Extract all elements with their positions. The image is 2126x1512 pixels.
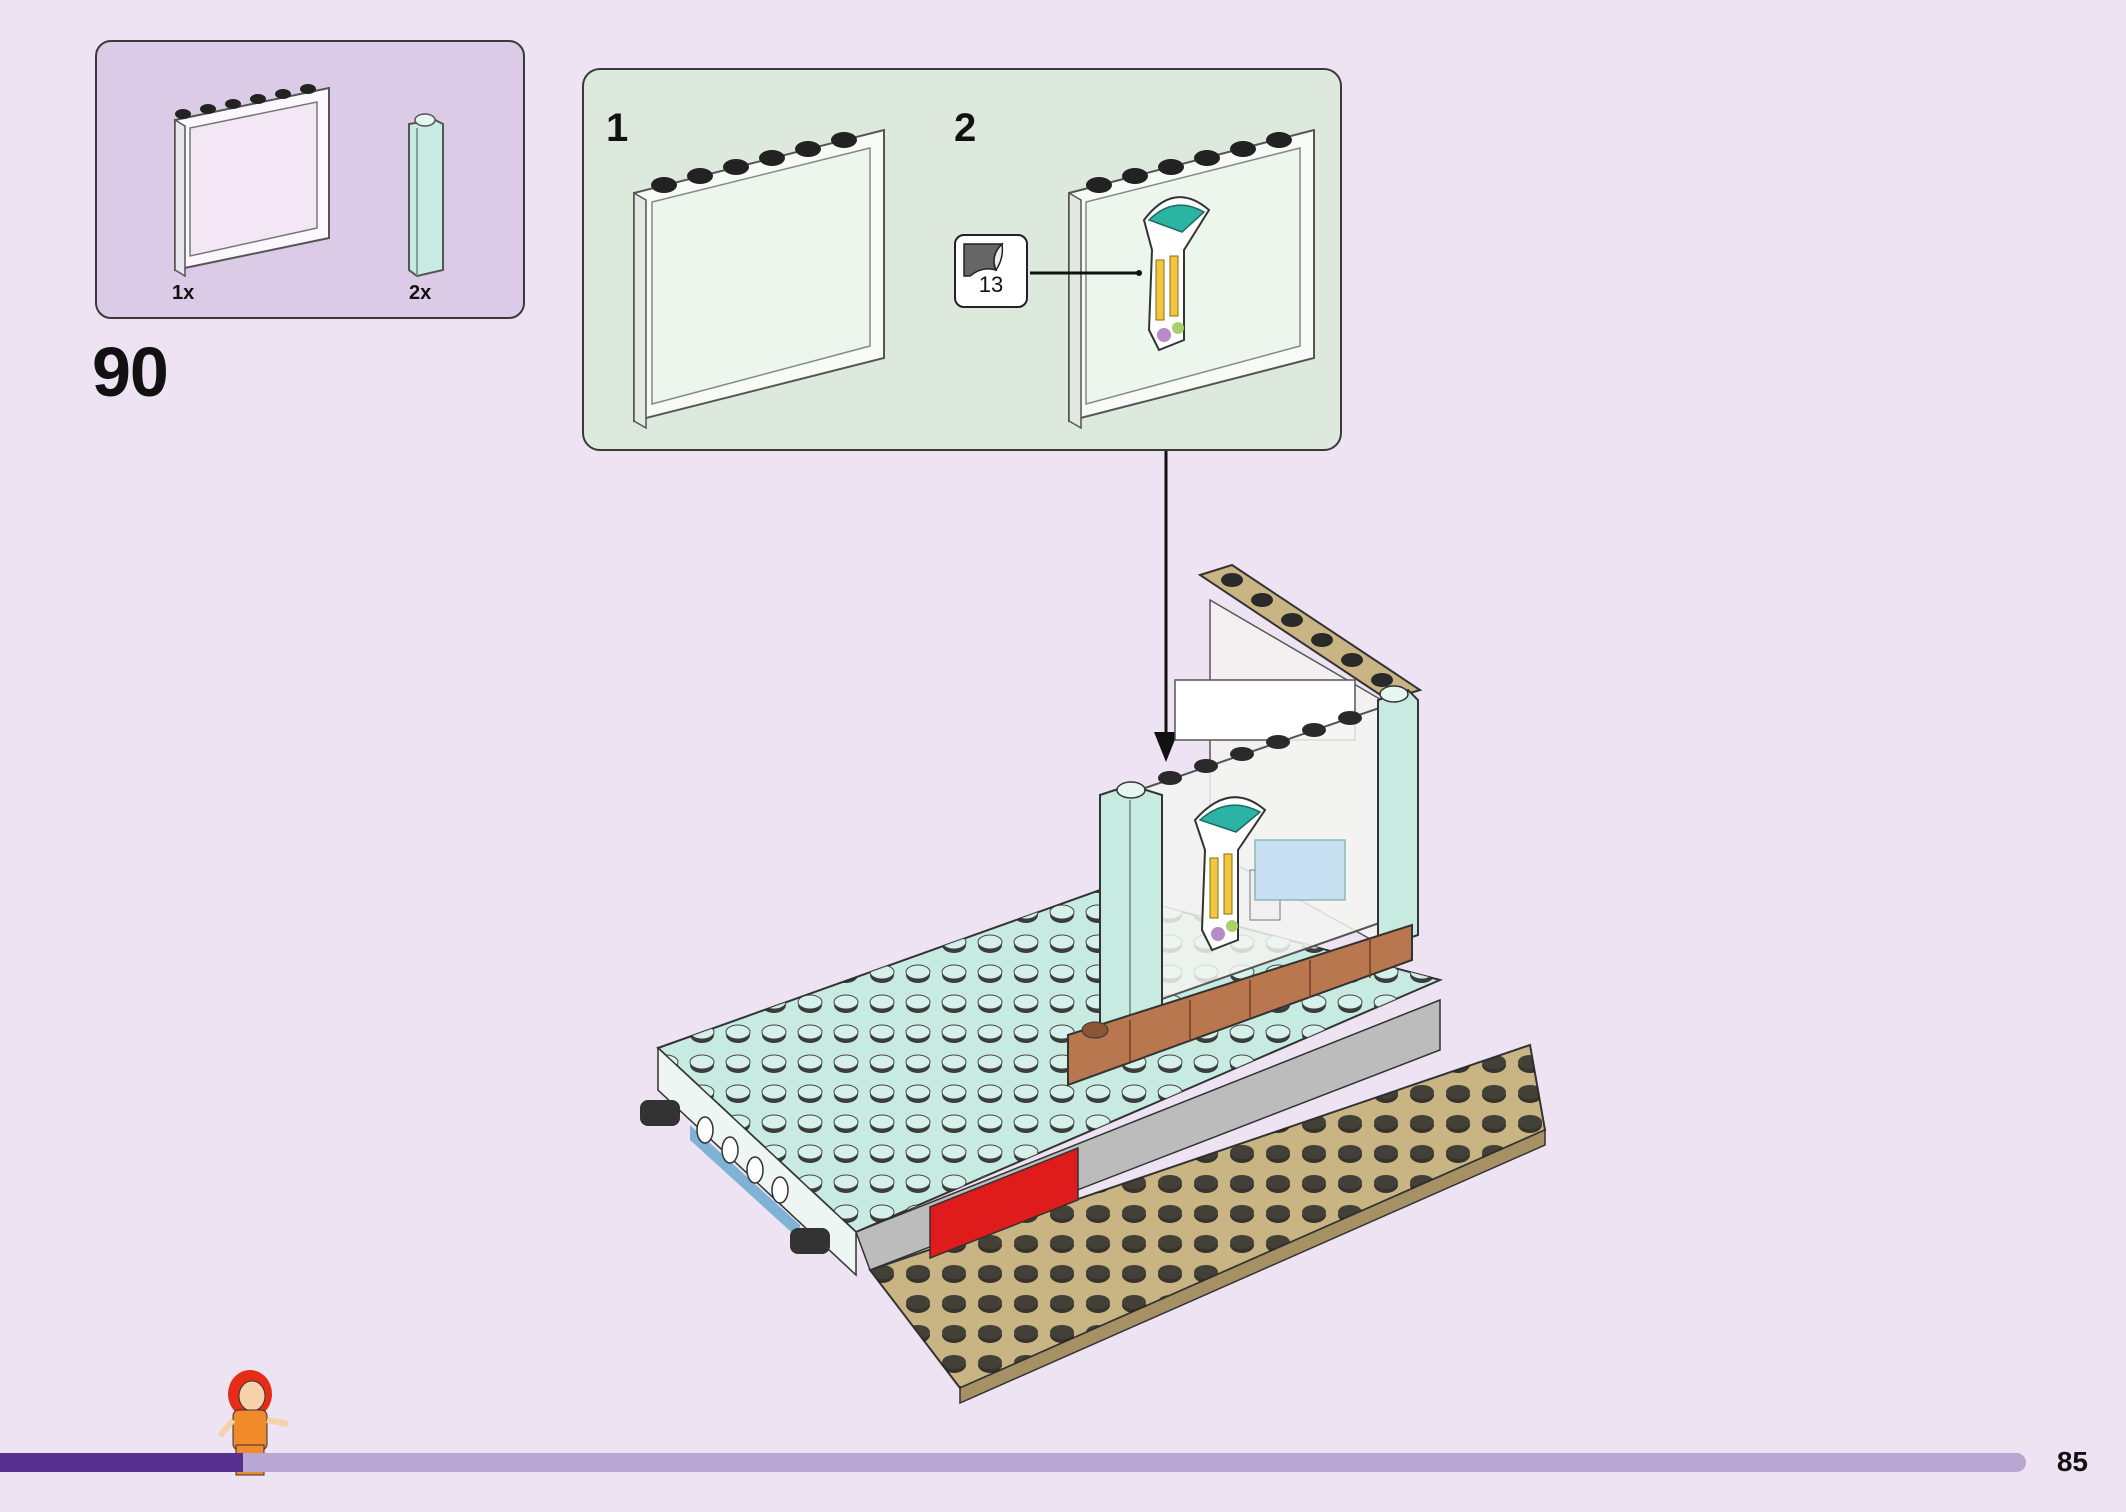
round-brick-qty: 2x: [409, 282, 432, 304]
progress-fill: [0, 1453, 243, 1472]
fish-sticker-icon: [1142, 196, 1211, 352]
mint-column-right: [1377, 685, 1419, 947]
progress-track: [0, 1453, 2026, 1472]
sub-step-illustration: [633, 128, 1315, 430]
sticker-number: 13: [978, 272, 1004, 297]
base-side-panel: [855, 998, 1441, 1271]
mint-column-left: [1099, 781, 1163, 1042]
sub-step-box: 1 2: [582, 68, 1342, 451]
placed-window-frame: [1144, 703, 1389, 1007]
assembly-arrow: [1154, 451, 1178, 762]
sticker-13-callout: 13: [954, 234, 1028, 308]
step-number: 90: [92, 333, 169, 411]
parts-list-box: 1x 2x: [95, 40, 525, 319]
sub-step-2-label: 2: [954, 106, 977, 150]
sub-step-1-label: 1: [606, 106, 629, 150]
tan-base-plate: [868, 1043, 1547, 1405]
page-number: 85: [2056, 1446, 2088, 1477]
window-frame-part-icon: [174, 84, 444, 278]
window-frame-2: [1068, 128, 1315, 430]
window-frame-qty: 1x: [172, 282, 195, 304]
sticker-peel-icon: [963, 242, 1004, 277]
brown-brick-row: [1067, 923, 1413, 1087]
window-frame-1: [633, 128, 885, 430]
side-connectors: [640, 1100, 830, 1254]
